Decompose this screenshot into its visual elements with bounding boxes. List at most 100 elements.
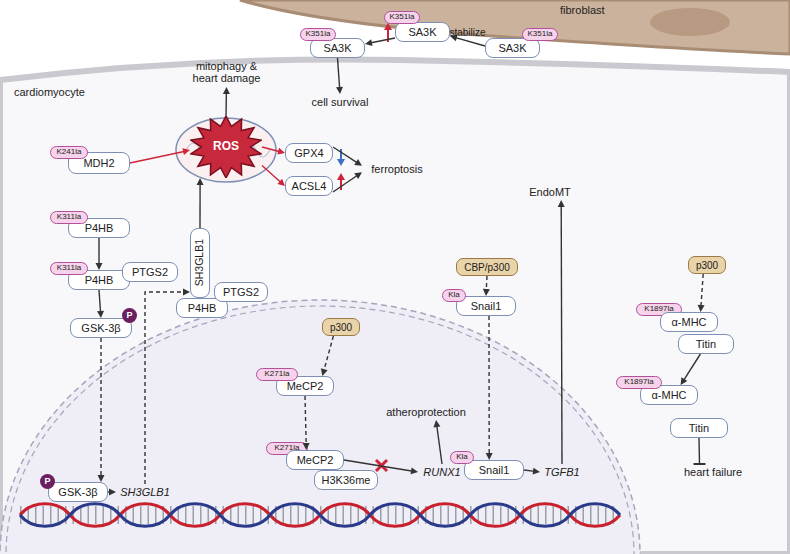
protein-box: SA3K [395, 22, 450, 42]
node-label: Kla [448, 291, 460, 300]
arrow-connector [338, 58, 340, 89]
outcome-text: ferroptosis [362, 161, 432, 177]
arrow-head [97, 475, 104, 482]
nucleus-outer-membrane [0, 300, 640, 554]
arrow-connector [99, 290, 101, 313]
protein-box: Titin [670, 418, 728, 438]
arrow-connector [305, 396, 306, 445]
arrow-connector [108, 491, 112, 492]
node-label: atheroprotection [386, 406, 466, 418]
increase-indicator [384, 23, 392, 42]
burst-shape [191, 116, 261, 178]
protein-box: SA3K [310, 38, 365, 58]
protein-box: SH3GLB1 [190, 228, 210, 298]
indicator-shaft [340, 149, 342, 160]
lactylation-tag: K241la [50, 146, 88, 159]
node-label: K351la [390, 13, 415, 22]
arrow-connector [455, 37, 485, 46]
node-label: K311la [57, 213, 81, 222]
lactylation-tag: K351la [522, 28, 558, 41]
node-label: P4HB [188, 302, 217, 314]
arrow-head [681, 377, 688, 385]
node-label: P [126, 311, 132, 321]
protein-box: Snail1 [456, 296, 516, 316]
node-label: K241la [57, 148, 82, 157]
arrow-connector [486, 276, 488, 291]
arrow-head [277, 148, 285, 155]
protein-box: PTGS2 [214, 282, 268, 302]
arrow-connector [488, 316, 490, 455]
node-label: MeCP2 [287, 380, 324, 392]
arrow-head [321, 368, 328, 376]
node-label: ferroptosis [371, 163, 422, 175]
ros-burst: ROS [190, 116, 262, 178]
protein-box: GSK-3β [70, 318, 132, 338]
indicator-shaft [340, 179, 342, 190]
node-label: SH3GLB1 [120, 486, 170, 498]
region-label: cardiomyocyte [14, 86, 85, 98]
node-label: P4HB [85, 274, 114, 286]
arrow-connector [324, 336, 334, 371]
lactylation-tag: K351la [300, 28, 336, 41]
protein-box: MeCP2 [286, 450, 344, 470]
dna-strand-red [20, 504, 620, 527]
gene-name: TGFB1 [540, 464, 584, 480]
node-label: PTGS2 [223, 286, 259, 298]
arrow-head [354, 172, 362, 179]
protein-box: Titin [678, 334, 734, 354]
arrow-head [109, 489, 116, 496]
arrow-connector [100, 338, 101, 477]
gene-name: RUNX1 [418, 464, 466, 480]
node-label: EndoMT [529, 186, 571, 198]
indicator-head [337, 159, 345, 166]
protein-box: Snail1 [464, 460, 524, 480]
arrow-connector [225, 92, 227, 116]
node-label: PTGS2 [132, 266, 168, 278]
arrow-head [433, 420, 440, 427]
node-label: P [44, 477, 50, 487]
decrease-indicator [337, 149, 345, 166]
protein-box: ACSL4 [285, 176, 333, 196]
block-cross [376, 460, 387, 471]
node-label: K311la [57, 264, 81, 273]
node-label: SH3GLB1 [194, 239, 206, 286]
arrow-head [533, 468, 540, 475]
arrow-head [365, 39, 373, 46]
arrow-connector [199, 183, 201, 228]
arrow-head [223, 87, 230, 94]
arrow-connector [262, 166, 281, 183]
node-label: mitophagy & heart damage [184, 60, 269, 84]
arrow-head [483, 289, 490, 296]
nucleus-inner-membrane [6, 306, 634, 554]
arrow-connector [437, 425, 442, 464]
node-label: Titin [696, 338, 716, 350]
arrow-connector [98, 238, 99, 265]
outcome-text: cell survival [300, 94, 380, 110]
node-label: MDH2 [83, 157, 114, 169]
lactylation-tag: Kla [450, 451, 474, 464]
arrow-head [411, 467, 418, 474]
arrow-head [486, 453, 493, 460]
node-label: GSK-3β [58, 486, 97, 498]
indicator-head [384, 23, 392, 30]
arrow-connector [524, 470, 535, 471]
enzyme-box: p300 [688, 256, 726, 274]
indicator-head [337, 173, 345, 180]
gene-name: SH3GLB1 [116, 484, 174, 500]
arrow-connector [698, 438, 700, 464]
arrow-connector [145, 292, 185, 484]
node-label: CBP/p300 [464, 262, 510, 273]
protein-box: GPX4 [285, 143, 333, 163]
node-label: SA3K [323, 42, 351, 54]
lactylation-tag: K271la [256, 368, 298, 381]
node-label: MeCP2 [297, 454, 334, 466]
node-label: Snail1 [479, 464, 510, 476]
node-label: ROS [213, 140, 239, 153]
edge-label: stabilize [449, 27, 485, 38]
phospho-circle: P [40, 474, 55, 489]
lactylation-tag: K311la [50, 262, 88, 275]
arrow-head [336, 87, 343, 94]
node-label: K351la [306, 30, 331, 39]
protein-box: H3K36me [314, 470, 378, 490]
